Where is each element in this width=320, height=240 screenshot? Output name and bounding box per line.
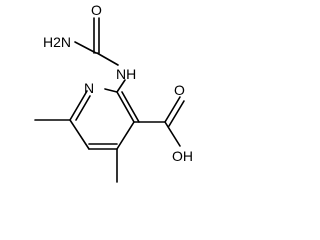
bond-c2-c3-a: [116, 91, 135, 123]
atom-nh2: H2N: [43, 34, 71, 50]
atom-o-carbonyl: O: [91, 2, 102, 18]
bond-c5-c6: [69, 119, 90, 150]
bond-cooh-o-a: [164, 96, 181, 123]
bond-n-c2: [104, 88, 118, 93]
bond-cooh-o-b: [168, 100, 185, 127]
bonds: [34, 17, 185, 183]
bond-c6-n-b: [75, 95, 91, 121]
atom-oh: OH: [172, 148, 193, 164]
atom-n-ring: N: [84, 80, 94, 96]
atom-labels: H2N O NH N O OH: [43, 2, 193, 164]
bond-c-nh: [96, 52, 119, 66]
bond-c3-c4: [116, 121, 135, 150]
atom-o-acid: O: [174, 82, 185, 98]
bond-nh-c2: [116, 79, 126, 93]
bond-c2-c3-b: [121, 91, 140, 123]
structure-canvas: H2N O NH N O OH: [34, 2, 193, 183]
bond-cooh-oh: [164, 121, 181, 147]
atom-nh: NH: [116, 66, 136, 82]
molecule-drawing: H2N O NH N O OH: [34, 2, 193, 183]
bond-nh2-c: [74, 41, 97, 54]
bond-c6-n-a: [69, 90, 88, 121]
